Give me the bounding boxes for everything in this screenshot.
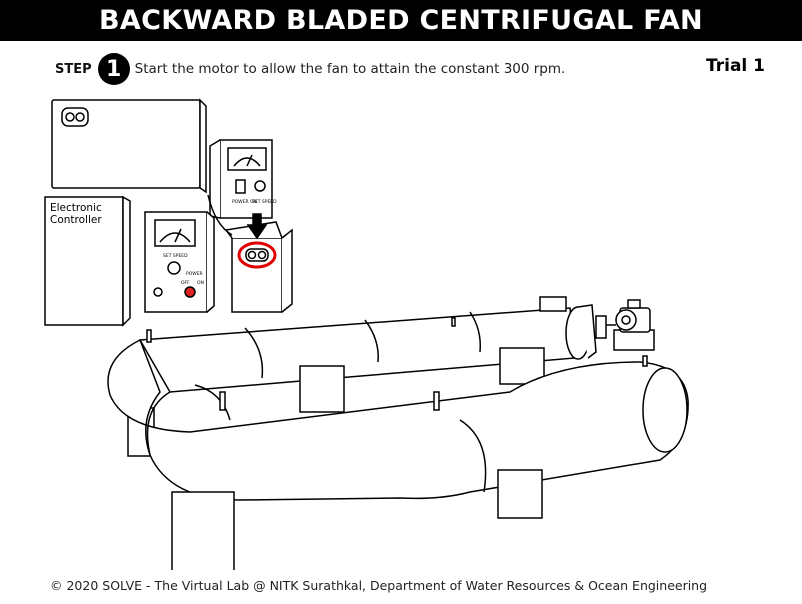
apparatus-illustration: Electronic Controller POWER ON SET SPEED… [0, 90, 802, 570]
set-speed-knob-icon [255, 181, 265, 191]
step-text: Start the motor to allow the fan to atta… [135, 61, 566, 77]
cabinet-toggle-icon [62, 108, 88, 126]
power-indicator-icon [185, 287, 195, 297]
controller-label-2: Controller [50, 214, 102, 226]
support-1 [300, 366, 344, 412]
trial-label: Trial 1 [706, 56, 765, 76]
motor-icon [614, 300, 654, 350]
page-title: BACKWARD BLADED CENTRIFUGAL FAN [0, 0, 802, 41]
controller-label-1: Electronic [50, 202, 102, 214]
support-4 [172, 492, 234, 570]
support-5 [498, 470, 542, 518]
aux-knob-icon [154, 288, 162, 296]
set-speed-label-top: SET SPEED [252, 199, 277, 205]
power-label: POWER [186, 271, 203, 277]
motor-start-button[interactable] [239, 243, 275, 267]
top-cabinet-side [200, 100, 206, 192]
power-switch-icon [236, 180, 245, 193]
step-label: STEP [55, 62, 92, 77]
meter-dial-icon [228, 148, 266, 170]
footer-copyright: © 2020 SOLVE - The Virtual Lab @ NITK Su… [50, 578, 707, 593]
off-label: OFF [181, 280, 190, 286]
step-number-badge: 1 [98, 53, 130, 85]
speed-knob-icon [168, 262, 180, 274]
set-speed-label: SET SPEED [163, 253, 188, 259]
step-instruction: STEP 1 Start the motor to allow the fan … [55, 54, 565, 84]
on-label: ON [197, 280, 204, 286]
